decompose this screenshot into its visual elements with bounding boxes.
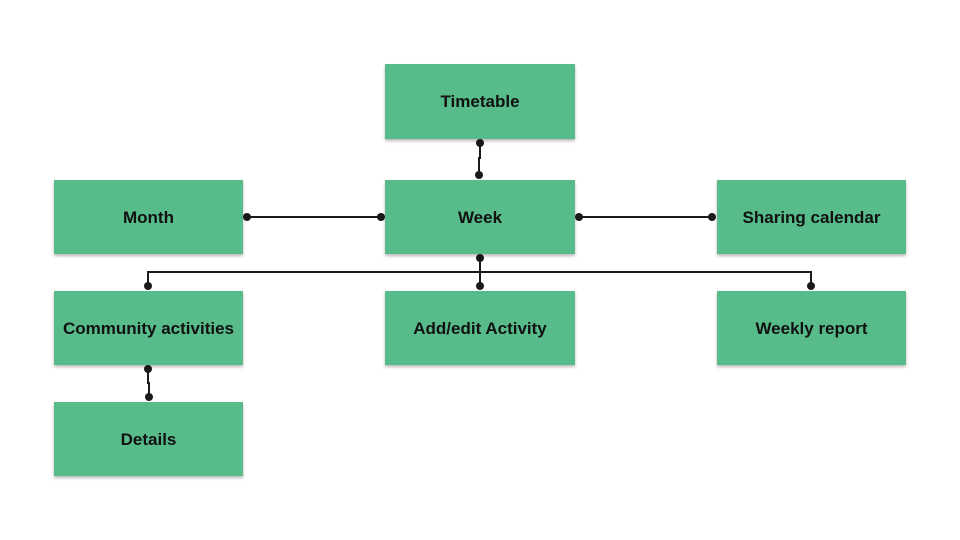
node-label: Timetable xyxy=(440,92,520,111)
connector-bus-weekly xyxy=(480,271,812,286)
connector-dot xyxy=(476,139,484,147)
connector-dot xyxy=(708,213,716,221)
connector-endpoints xyxy=(144,139,815,401)
connector-dot xyxy=(243,213,251,221)
node-details[interactable]: Details xyxy=(54,402,243,476)
node-label: Week xyxy=(457,207,503,227)
node-label: Add/edit Activity xyxy=(413,318,547,338)
connector-dot xyxy=(575,213,583,221)
connector-dot xyxy=(144,282,152,290)
connector-dot xyxy=(144,365,152,373)
connector-dot xyxy=(377,213,385,221)
node-add-edit-activity[interactable]: Add/edit Activity xyxy=(385,291,575,365)
connector-dot xyxy=(476,282,484,290)
node-month[interactable]: Month xyxy=(54,180,243,254)
node-week[interactable]: Week xyxy=(385,180,575,254)
node-label: Month xyxy=(123,207,174,227)
connector-dot xyxy=(475,171,483,179)
connector-dot xyxy=(807,282,815,290)
connector-bus-community xyxy=(147,271,480,286)
node-label: Community activities xyxy=(63,318,234,338)
node-timetable[interactable]: Timetable xyxy=(385,64,575,139)
connector-dot xyxy=(145,393,153,401)
node-label: Details xyxy=(120,429,177,449)
node-weekly-report[interactable]: Weekly report xyxy=(717,291,906,365)
node-sharing-calendar[interactable]: Sharing calendar xyxy=(717,180,906,254)
node-label: Sharing calendar xyxy=(742,207,881,227)
node-label: Weekly report xyxy=(755,318,868,338)
connector-lines xyxy=(147,143,812,397)
connector-dot xyxy=(476,254,484,262)
connector-timetable-week xyxy=(478,143,481,175)
node-community-activities[interactable]: Community activities xyxy=(54,291,243,365)
connector-community-details xyxy=(147,369,150,397)
